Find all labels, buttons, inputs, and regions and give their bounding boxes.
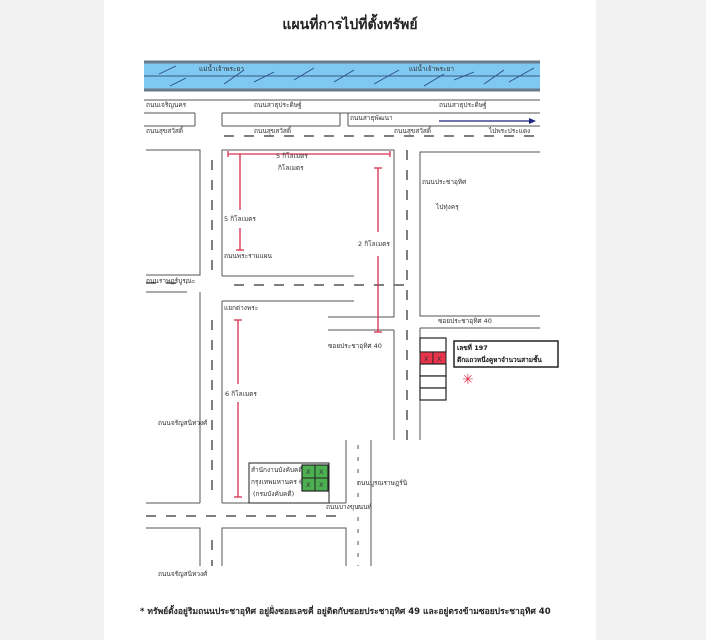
svg-text:เลขที่ 197: เลขที่ 197: [457, 342, 488, 352]
enforcement-office: สำนักงานบังคับคดี กรุงเทพมหานคร 6 (กรมบั…: [248, 462, 330, 504]
river-label: แม่น้ำเจ้าพระยา: [199, 64, 244, 73]
svg-text:(กรมบังคับคดี): (กรมบังคับคดี): [253, 490, 294, 498]
road-label: ถนนจรัญสนิทวงศ์: [158, 419, 208, 427]
road-label: ถนนสุขสวัสดิ์: [254, 126, 292, 135]
distance-label: 5 กิโลเมตร: [276, 152, 308, 160]
svg-text:X: X: [319, 481, 324, 489]
location-star-icon: ✳: [462, 372, 474, 388]
distance-label: 2 กิโลเมตร: [358, 240, 390, 248]
road-label: ถนนบางขุนนนท์: [326, 503, 372, 511]
map-document: แผนที่การไปที่ตั้งทรัพย์ แม่น้ำเจ้าพระยา…: [104, 0, 596, 640]
distance-label: 5 กิโลเมตร: [224, 215, 256, 223]
svg-text:X: X: [306, 481, 311, 489]
svg-text:X: X: [306, 468, 311, 476]
road-label: ถนนจรัญสนิทวงศ์: [158, 570, 208, 578]
road-label: ไปพระประแดง: [488, 127, 530, 135]
road-label: ถนนสุขสวัสดิ์: [146, 126, 184, 135]
road-label: ซอยประชาอุทิศ 40: [328, 342, 382, 350]
road-label: ถนนสุขสวัสดิ์: [394, 126, 432, 135]
page-title: แผนที่การไปที่ตั้งทรัพย์: [282, 17, 418, 33]
footnote: * ทรัพย์ตั้งอยู่ริมถนนประชาอุทิศ อยู่ฝั่…: [140, 607, 551, 617]
road-label: ถนนบูรณราษฎร์นิ: [357, 479, 408, 487]
property-callout: เลขที่ 197 ตึกแถวหนึ่งคูหาจำนวนสามชั้น: [453, 340, 559, 368]
road-center-dashes: [146, 150, 408, 566]
road-label: แยกต่างพระ: [224, 304, 258, 312]
property-mark: X: [424, 355, 429, 363]
arrow-head-icon: [529, 118, 536, 124]
road-label: ถนนราษฎร์บูรณะ: [146, 277, 195, 285]
property-mark: X: [437, 355, 442, 363]
road-label: ไปทุ่งครุ: [435, 203, 459, 211]
distance-label: กิโลเมตร: [278, 164, 304, 172]
road-label: ถนนสาธุประดิษฐ์: [439, 101, 487, 109]
road-label: ถนนประชาอุทิศ: [422, 178, 467, 186]
property-buildings: X X: [419, 337, 447, 401]
distance-label: 6 กิโลเมตร: [225, 390, 257, 398]
route-map: แม่น้ำเจ้าพระยา แม่น้ำเจ้าพระยา ถนนเจริญ…: [144, 60, 559, 578]
river-label: แม่น้ำเจ้าพระยา: [409, 64, 454, 73]
svg-text:X: X: [319, 468, 324, 476]
distance-markers: [227, 151, 391, 498]
road-label: ถนนสาธุพัฒนา: [350, 114, 393, 122]
road-label: ถนนสาธุประดิษฐ์: [254, 101, 302, 109]
road-label: ถนนเจริญนคร: [146, 101, 187, 109]
road-label: ซอยประชาอุทิศ 40: [438, 317, 492, 325]
svg-text:กรุงเทพมหานคร 6: กรุงเทพมหานคร 6: [251, 478, 303, 486]
river: แม่น้ำเจ้าพระยา แม่น้ำเจ้าพระยา: [144, 60, 540, 92]
top-roads: [144, 99, 540, 127]
svg-text:สำนักงานบังคับคดี: สำนักงานบังคับคดี: [251, 466, 303, 474]
svg-text:ตึกแถวหนึ่งคูหาจำนวนสามชั้น: ตึกแถวหนึ่งคูหาจำนวนสามชั้น: [457, 354, 542, 365]
road-label: ถนนพระรามแผน: [224, 252, 273, 260]
